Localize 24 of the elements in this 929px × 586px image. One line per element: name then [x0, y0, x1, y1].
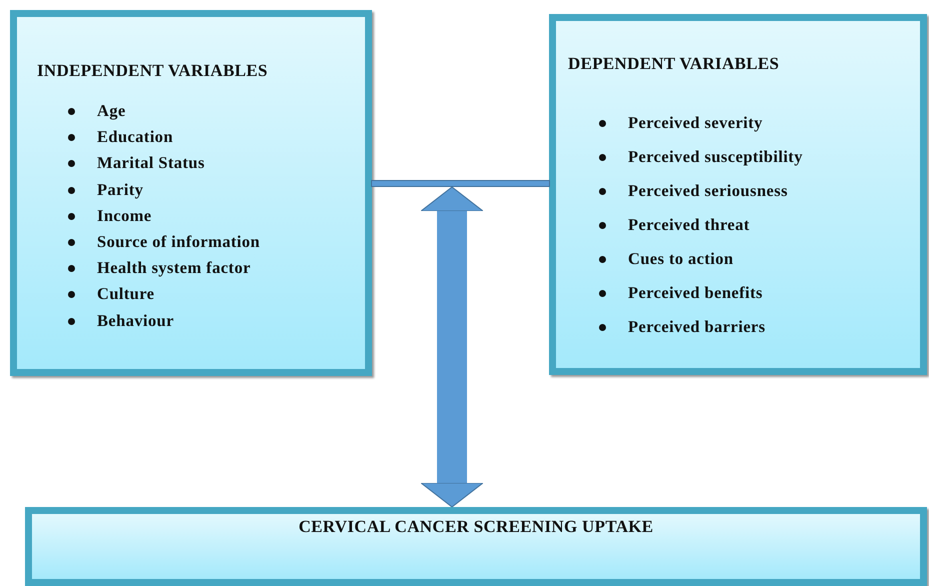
box-heading: INDEPENDENT VARIABLES: [37, 61, 268, 81]
list-item: Perceived benefits: [628, 283, 763, 303]
list-item: Culture: [97, 284, 154, 304]
list-item: Education: [97, 127, 174, 148]
variable-box: [549, 14, 927, 375]
list-item: Age: [97, 101, 126, 121]
list-item: Source of information: [97, 232, 260, 252]
list-item: Perceived severity: [628, 113, 763, 133]
list-item: Behaviour: [97, 310, 174, 331]
variable-box: [10, 10, 372, 376]
list-item: Health system factor: [97, 258, 251, 278]
list-item: Perceived threat: [628, 215, 750, 235]
variable-box: [25, 507, 927, 586]
box-heading: CERVICAL CANCER SCREENING UPTAKE: [298, 517, 654, 537]
list-item: Cues to action: [628, 249, 734, 269]
box-heading: DEPENDENT VARIABLES: [568, 54, 780, 74]
list-item: Perceived susceptibility: [628, 147, 803, 167]
connector-bar: [371, 180, 550, 187]
list-item: Parity: [97, 180, 144, 200]
list-item: Income: [97, 206, 152, 226]
list-item: Perceived barriers: [628, 317, 766, 337]
list-item: Perceived seriousness: [628, 181, 788, 201]
list-item: Marital Status: [97, 153, 205, 174]
double-arrow: [420, 186, 484, 508]
